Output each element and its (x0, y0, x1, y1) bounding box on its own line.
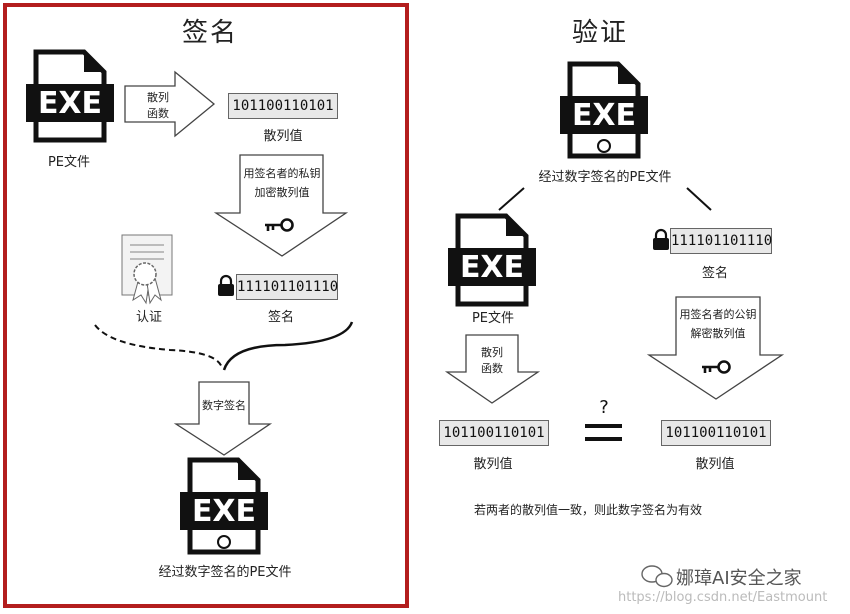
lock-icon (651, 228, 671, 252)
hash-function-arrow (124, 70, 216, 138)
exe-text: EXE (572, 98, 636, 133)
exe-text: EXE (192, 494, 256, 529)
encrypt-arrow (213, 154, 349, 257)
signed-pe-file-label-verify: 经过数字签名的PE文件 (538, 170, 672, 185)
digital-signature-label: 数字签名 (202, 399, 246, 412)
wechat-icon (641, 565, 673, 588)
pe-file-icon-verify: EXE (448, 216, 536, 304)
hash-function-label: 散列 函数 (147, 91, 169, 120)
signature-label-verify: 签名 (701, 266, 728, 281)
exe-text: EXE (38, 86, 102, 121)
pe-file-label-verify: PE文件 (471, 311, 515, 326)
hash-value-label-computed: 散列值 (473, 457, 513, 472)
verification-conclusion: 若两者的散列值一致，则此数字签名为有效 (474, 503, 703, 517)
watermark-brand: 娜璋AI安全之家 (676, 568, 802, 589)
encrypt-label: 用签名者的私钥 加密散列值 (243, 167, 321, 199)
pe-file-label: PE文件 (47, 155, 91, 170)
watermark-url: https://blog.csdn.net/Eastmount (618, 590, 828, 605)
hash-value-label-decrypted: 散列值 (695, 457, 735, 472)
hash-value-box-computed: 101100110101 (439, 420, 549, 446)
signed-pe-file-label: 经过数字签名的PE文件 (158, 565, 292, 580)
signed-pe-file-icon: EXE (180, 460, 268, 552)
signature-box-verify: 111101101110 (670, 228, 772, 254)
hash-value-box: 101100110101 (228, 93, 338, 119)
equals-sign (585, 424, 622, 441)
lock-icon (216, 274, 236, 298)
pe-file-icon: EXE (26, 52, 114, 140)
signing-title: 签名 (181, 18, 238, 48)
hash-value-box-decrypted: 101100110101 (661, 420, 771, 446)
decrypt-label: 用签名者的公钥 解密散列值 (679, 308, 757, 340)
decrypt-arrow (646, 296, 785, 400)
verify-title: 验证 (571, 18, 628, 48)
certificate-icon (121, 234, 173, 305)
question-mark: ? (599, 397, 609, 418)
signature-link-curve (222, 321, 354, 371)
signature-box: 111101101110 (236, 274, 338, 300)
exe-text: EXE (460, 250, 524, 285)
signature-label: 签名 (267, 310, 294, 325)
hash-function-label-verify: 散列 函数 (481, 346, 503, 375)
hash-function-arrow-verify (444, 334, 541, 404)
split-line-left (498, 187, 525, 211)
certificate-link-dashed (94, 324, 223, 369)
digital-signature-arrow (173, 381, 273, 456)
signed-pe-file-icon-verify: EXE (560, 64, 648, 156)
certificate-label: 认证 (135, 310, 162, 325)
split-line-right (686, 187, 712, 211)
hash-value-label: 散列值 (263, 129, 303, 144)
